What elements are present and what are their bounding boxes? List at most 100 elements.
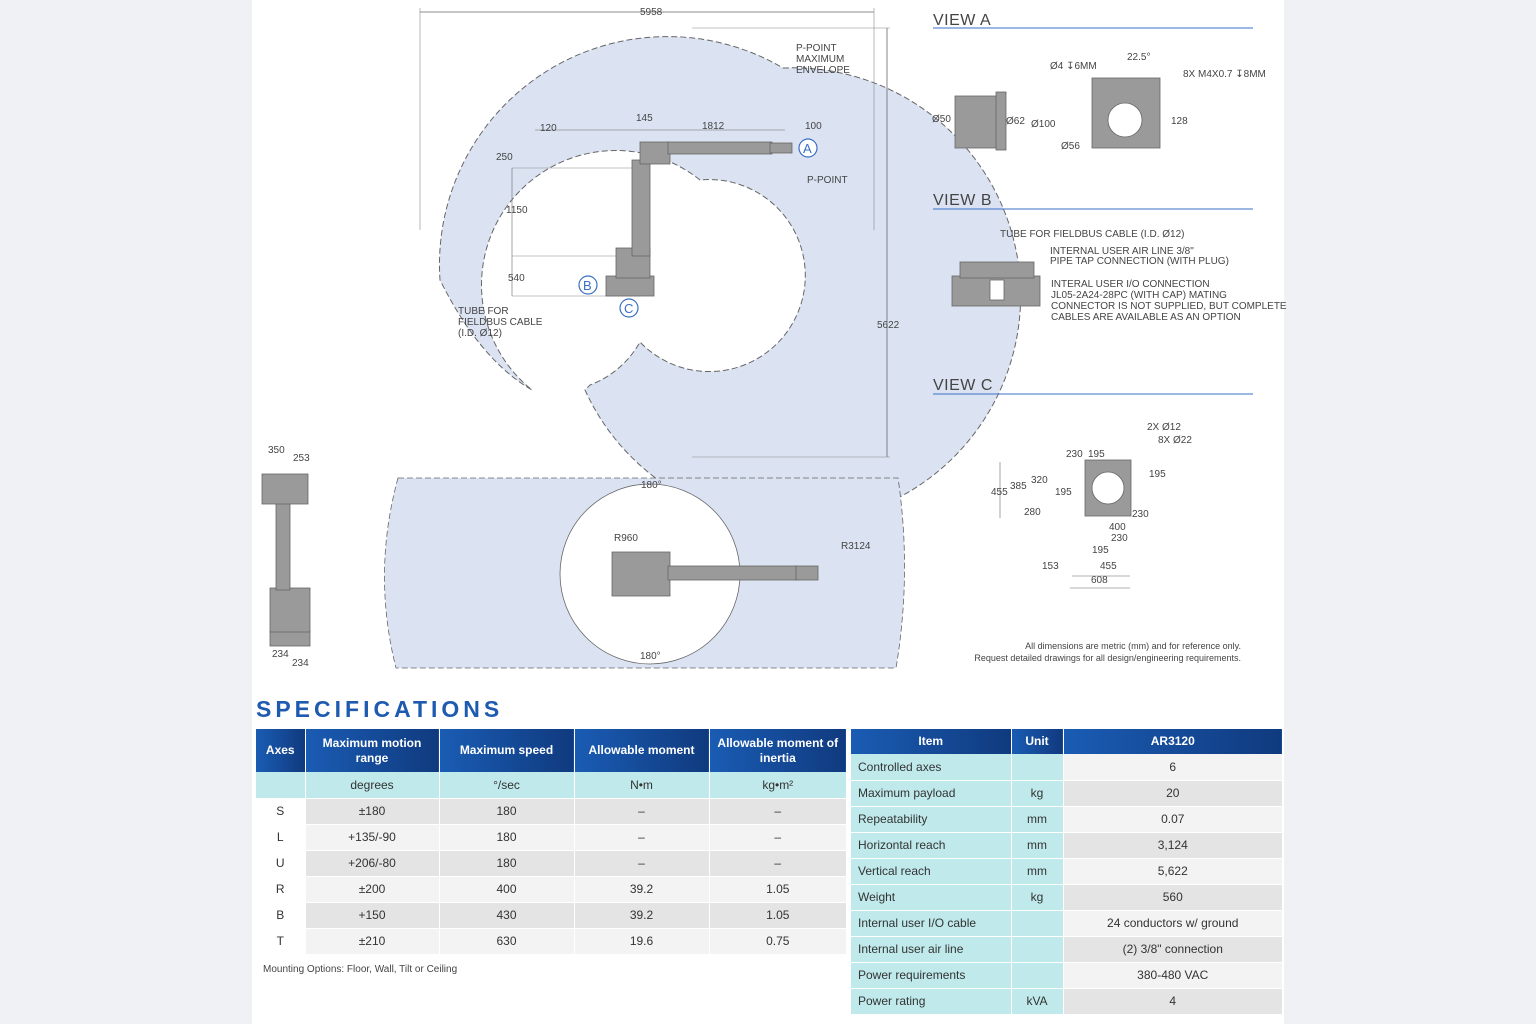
view-c-title: VIEW C — [933, 377, 993, 394]
svg-text:INTERNAL USER AIR LINE 3/8": INTERNAL USER AIR LINE 3/8" — [1050, 246, 1194, 257]
svg-text:608: 608 — [1091, 575, 1108, 586]
dim-120: 120 — [540, 123, 557, 134]
table-row: B +150 430 39.2 1.05 — [256, 902, 846, 929]
robot-top-silhouette — [611, 551, 819, 597]
svg-text:195: 195 — [1092, 545, 1109, 556]
table-row: U +206/-80 180 – – — [256, 850, 846, 877]
envelope-label-3: ENVELOPE — [796, 65, 850, 76]
col-moment-inertia: Allowable moment of inertia — [709, 729, 846, 772]
svg-text:400: 400 — [1109, 522, 1126, 533]
svg-text:Ø100: Ø100 — [1031, 119, 1056, 130]
table-row: L +135/-90 180 – – — [256, 824, 846, 851]
side-envelope — [438, 36, 1022, 525]
svg-text:455: 455 — [1100, 561, 1117, 572]
svg-text:2X Ø12: 2X Ø12 — [1147, 422, 1181, 433]
svg-text:TUBE FOR FIELDBUS CABLE (I.D.: TUBE FOR FIELDBUS CABLE (I.D. Ø12) — [1000, 229, 1184, 240]
dim-height: 5622 — [877, 320, 900, 331]
mounting-note: Mounting Options: Floor, Wall, Tilt or C… — [263, 964, 458, 975]
envelope-label-1: P-POINT — [796, 43, 837, 54]
svg-text:A: A — [803, 141, 812, 156]
dim-180-top: 180° — [641, 480, 662, 491]
dim-100: 100 — [805, 121, 822, 132]
col-unit: Unit — [1011, 729, 1064, 754]
tube-label-1: TUBE FOR — [458, 306, 509, 317]
dim-r3124: R3124 — [841, 541, 871, 552]
view-b-drawing — [951, 261, 1041, 307]
svg-text:Ø62: Ø62 — [1006, 116, 1025, 127]
units-row: degrees °/sec N•m kg•m² — [256, 772, 846, 799]
svg-text:128: 128 — [1171, 116, 1188, 127]
dim-180-bottom: 180° — [640, 651, 661, 662]
dimension-note: All dimensions are metric (mm) and for r… — [974, 641, 1241, 663]
table-row: R ±200 400 39.2 1.05 — [256, 876, 846, 903]
svg-text:230: 230 — [1111, 533, 1128, 544]
col-item: Item — [851, 729, 1012, 754]
tube-label-3: (I.D. Ø12) — [458, 328, 502, 339]
svg-text:8X M4X0.7 ↧8MM: 8X M4X0.7 ↧8MM — [1183, 69, 1266, 80]
axes-spec-table: Axes Maximum motion range Maximum speed … — [256, 729, 846, 955]
svg-text:B: B — [583, 278, 592, 293]
dim-253: 253 — [293, 453, 310, 464]
svg-text:280: 280 — [1024, 507, 1041, 518]
robot-drawing: 5958 5622 120 145 1812 100 250 1150 540 … — [261, 7, 1287, 669]
svg-text:385: 385 — [1010, 481, 1027, 492]
robot-side-silhouette — [605, 141, 793, 297]
svg-text:230: 230 — [1132, 509, 1149, 520]
col-motion-range: Maximum motion range — [305, 729, 440, 772]
col-axes: Axes — [256, 729, 306, 772]
table-row: S ±180 180 – – — [256, 798, 846, 825]
dim-350: 350 — [268, 445, 285, 456]
svg-text:153: 153 — [1042, 561, 1059, 572]
svg-text:230: 230 — [1066, 449, 1083, 460]
view-a-drawing — [954, 77, 1161, 151]
view-b-title: VIEW B — [933, 192, 992, 209]
ppoint-label: P-POINT — [807, 175, 848, 186]
dim-width: 5958 — [640, 7, 663, 18]
svg-text:INTERAL USER I/O CONNECTION: INTERAL USER I/O CONNECTION — [1051, 279, 1210, 290]
robot-front-silhouette — [261, 473, 311, 647]
callout-c — [619, 298, 639, 318]
svg-text:455: 455 — [991, 487, 1008, 498]
svg-text:CABLES ARE AVAILABLE AS AN OPT: CABLES ARE AVAILABLE AS AN OPTION — [1051, 312, 1241, 323]
dim-r960: R960 — [614, 533, 638, 544]
svg-text:C: C — [624, 301, 633, 316]
svg-text:22.5°: 22.5° — [1127, 52, 1150, 63]
svg-text:Ø50: Ø50 — [932, 114, 951, 125]
svg-text:PIPE TAP CONNECTION (WITH PLUG: PIPE TAP CONNECTION (WITH PLUG) — [1050, 256, 1229, 267]
svg-text:195: 195 — [1088, 449, 1105, 460]
specifications-title: SPECIFICATIONS — [256, 696, 504, 722]
envelope-label-2: MAXIMUM — [796, 54, 844, 65]
tube-label-2: FIELDBUS CABLE — [458, 317, 543, 328]
svg-text:Ø56: Ø56 — [1061, 141, 1080, 152]
callout-a — [798, 138, 818, 158]
dim-234a: 234 — [272, 649, 289, 660]
dim-250: 250 — [496, 152, 513, 163]
table-row: T ±210 630 19.6 0.75 — [256, 928, 846, 955]
dim-540: 540 — [508, 273, 525, 284]
view-a-title: VIEW A — [933, 12, 991, 29]
table-row: Internal user air line(2) 3/8" connectio… — [851, 936, 1282, 963]
svg-text:Ø4 ↧6MM: Ø4 ↧6MM — [1050, 61, 1097, 72]
dim-145: 145 — [636, 113, 653, 124]
col-model: AR3120 — [1063, 729, 1282, 754]
svg-text:JL05-2A24-28PC (WITH CAP) MATI: JL05-2A24-28PC (WITH CAP) MATING — [1051, 290, 1227, 301]
view-c-drawing — [1084, 459, 1132, 517]
svg-text:8X Ø22: 8X Ø22 — [1158, 435, 1192, 446]
col-allowable-moment: Allowable moment — [574, 729, 710, 772]
col-max-speed: Maximum speed — [439, 729, 575, 772]
svg-text:195: 195 — [1055, 487, 1072, 498]
dim-1150: 1150 — [506, 205, 528, 216]
svg-text:CONNECTOR IS NOT SUPPLIED, BUT: CONNECTOR IS NOT SUPPLIED, BUT COMPLETE — [1051, 301, 1287, 312]
dim-1812: 1812 — [702, 121, 725, 132]
svg-text:195: 195 — [1149, 469, 1166, 480]
